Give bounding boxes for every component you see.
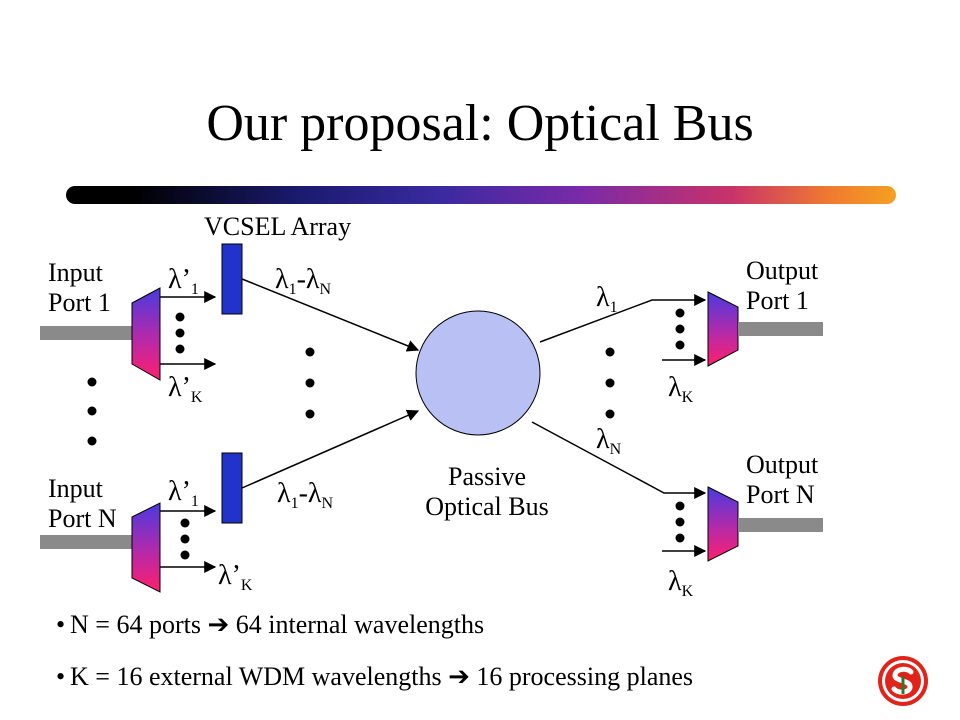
input-1-dot xyxy=(175,312,185,322)
wavelength-label: λK xyxy=(668,372,694,406)
vcsel-n-to-bus-line xyxy=(241,409,420,489)
output-fiber-1 xyxy=(738,322,823,336)
output-n-dot xyxy=(675,533,685,543)
input-fiber-1 xyxy=(40,326,132,340)
bus-to-output-n-line xyxy=(531,421,707,499)
input-fiber-n xyxy=(40,535,132,549)
right-arrow-icon: ➔ xyxy=(207,610,230,639)
input-demux-1 xyxy=(131,287,161,381)
bullet-item: K = 16 external WDM wavelengths ➔ 16 pro… xyxy=(56,662,693,692)
wavelength-label: λ1 xyxy=(596,282,618,316)
input-port-n-label: Input Port N xyxy=(48,474,117,533)
bullet-item: N = 64 ports ➔ 64 internal wavelengths xyxy=(56,610,693,640)
input-port-1-label: Input Port 1 xyxy=(48,258,111,317)
input-demux-n xyxy=(131,502,161,593)
vcsel-n xyxy=(221,452,243,524)
passive-optical-bus xyxy=(415,310,541,436)
input-n-dot xyxy=(180,550,190,560)
output-ports-dot xyxy=(605,409,615,419)
vcsel-1-to-bus-line xyxy=(241,278,420,352)
output-fiber-n xyxy=(738,518,823,532)
output-port-1-label: Output Port 1 xyxy=(746,256,819,315)
vcsel-array-dot xyxy=(305,409,315,419)
right-arrow-icon: ➔ xyxy=(448,662,470,691)
output-mux-1 xyxy=(707,291,739,367)
output-ports-dot xyxy=(605,378,615,388)
wavelength-label: λ’K xyxy=(168,372,203,406)
wavelength-label: λN xyxy=(596,424,622,458)
output-1-dot xyxy=(675,324,685,334)
input-1-dot xyxy=(175,328,185,338)
wavelength-label: λK xyxy=(668,566,694,600)
wavelength-label: λ’K xyxy=(218,560,253,594)
input-n-dot xyxy=(180,534,190,544)
passive-optical-bus-label: Passive Optical Bus xyxy=(425,462,549,521)
output-mux-n xyxy=(707,486,739,562)
wavelength-label: λ1-λN xyxy=(275,264,332,298)
vcsel-1 xyxy=(221,243,243,315)
input-n-dot xyxy=(180,518,190,528)
page-title: Our proposal: Optical Bus xyxy=(206,95,754,152)
input-ports-dot xyxy=(87,406,97,416)
title-divider xyxy=(66,186,896,204)
output-n-dot xyxy=(675,501,685,511)
input-ports-dot xyxy=(87,377,97,387)
bullet-list: N = 64 ports ➔ 64 internal wavelengths K… xyxy=(56,610,693,714)
input-ports-dot xyxy=(87,436,97,446)
stanford-s-logo-icon xyxy=(878,656,928,706)
vcsel-array-dot xyxy=(305,347,315,357)
output-n-dot xyxy=(675,517,685,527)
wavelength-label: λ1-λN xyxy=(277,478,334,512)
bus-to-output-1-line xyxy=(539,294,707,343)
input-1-dot xyxy=(175,344,185,354)
output-ports-dot xyxy=(605,347,615,357)
output-1-dot xyxy=(675,340,685,350)
wavelength-label: λ’1 xyxy=(168,264,199,298)
vcsel-array-label: VCSEL Array xyxy=(204,212,352,241)
output-port-n-label: Output Port N xyxy=(746,450,819,509)
output-1-dot xyxy=(675,308,685,318)
vcsel-array-dot xyxy=(305,378,315,388)
wavelength-label: λ’1 xyxy=(168,476,199,510)
